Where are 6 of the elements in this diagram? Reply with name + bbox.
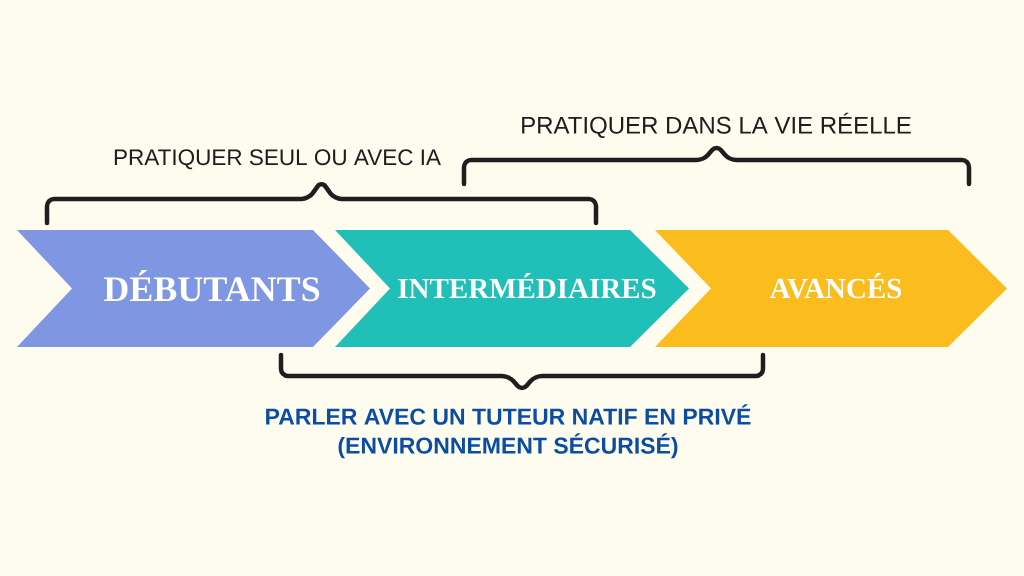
brace-label: PARLER AVEC UN TUTEUR NATIF EN PRIVÉ (ENVIRONNEMENT SÉCURISÉ) (266, 404, 751, 459)
brace-label: PRATIQUER DANS LA VIE RÉELLE (522, 112, 911, 139)
process-step: INTERMÉDIAIRES (335, 230, 689, 347)
process-step: DÉBUTANTS (17, 230, 370, 347)
brace-label: PRATIQUER SEUL OU AVEC IA (114, 149, 441, 170)
process-step: AVANCÉS (655, 230, 1007, 347)
